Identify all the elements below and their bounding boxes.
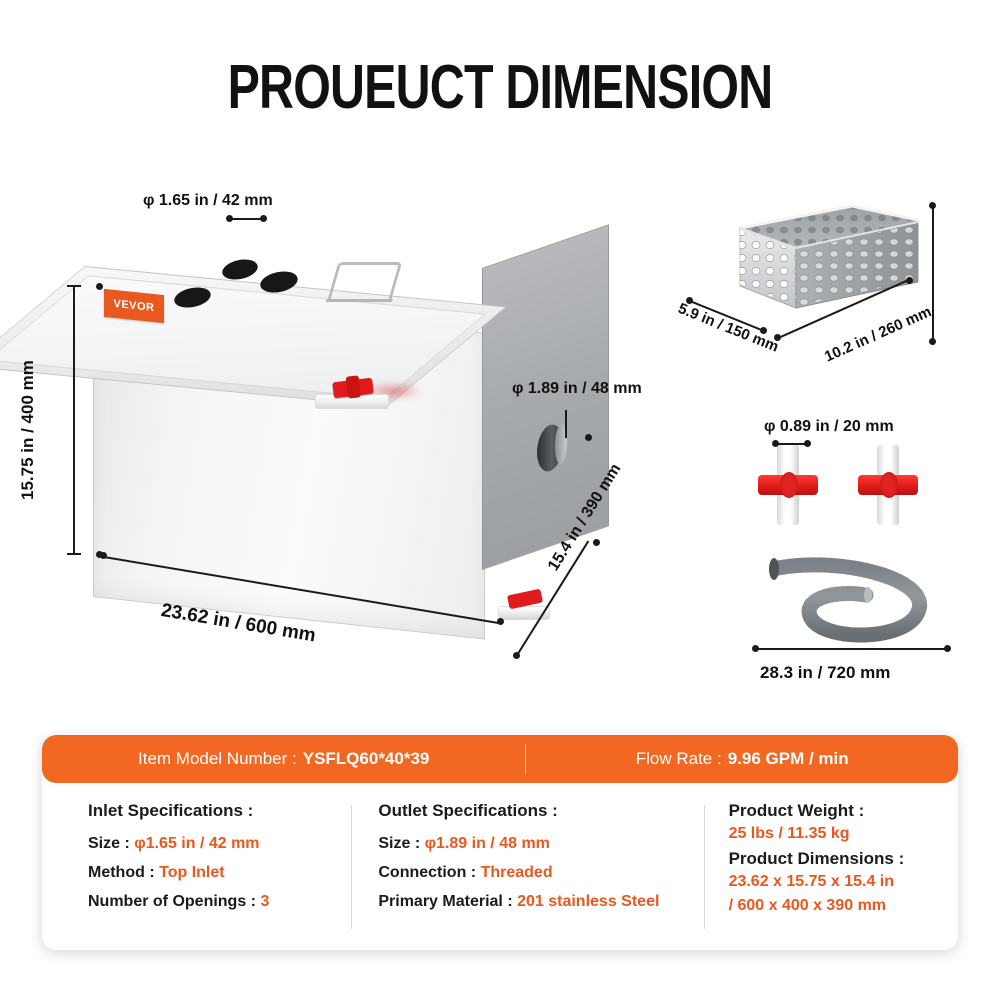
dimension-label-outlet: φ 1.89 in / 48 mm — [512, 380, 642, 397]
spec-header-bar: Item Model Number : YSFLQ60*40*39 Flow R… — [42, 735, 958, 783]
tick-height-bottom-cap — [67, 553, 81, 555]
inlet-method-row: Method : Top Inlet — [88, 864, 335, 882]
inlet-openings-row: Number of Openings : 3 — [88, 893, 335, 911]
dot-width-left — [100, 552, 107, 559]
dot-basket-h-b — [929, 338, 936, 345]
dimension-label-valve-diameter: φ 0.89 in / 20 mm — [764, 418, 894, 435]
product-dimensions-value-line2: / 600 x 400 x 390 mm — [728, 897, 887, 914]
product-illustration: VEVOR — [0, 0, 1000, 730]
outlet-material-label: Primary Material : — [378, 893, 513, 910]
valve-left-handle — [758, 472, 818, 498]
dot-outlet — [585, 434, 592, 441]
spec-header-model: Item Model Number : YSFLQ60*40*39 — [42, 749, 525, 769]
dimension-label-height: 15.75 in / 400 mm — [18, 360, 37, 500]
model-number-label: Item Model Number : — [138, 749, 297, 768]
inlet-method-label: Method : — [88, 864, 155, 881]
inlet-method-value: Top Inlet — [159, 864, 225, 881]
outlet-spec-title: Outlet Specifications : — [378, 801, 558, 820]
specification-panel: Item Model Number : YSFLQ60*40*39 Flow R… — [42, 735, 958, 950]
basket-svg — [739, 204, 919, 309]
spec-body: Inlet Specifications : Size : φ1.65 in /… — [42, 783, 958, 943]
tick-valve-diameter — [776, 443, 808, 445]
outlet-material-row: Primary Material : 201 stainless Steel — [378, 893, 687, 911]
product-dimensions-value-line1: 23.62 x 15.75 x 15.4 in — [728, 873, 895, 890]
inlet-size-row: Size : φ1.65 in / 42 mm — [88, 835, 335, 853]
product-dimensions-label: Product Dimensions : — [728, 849, 905, 868]
outlet-size-value: φ1.89 in / 48 mm — [424, 835, 550, 852]
outlet-connection-value: Threaded — [480, 864, 553, 881]
tick-top-inlet — [230, 218, 264, 220]
dot-valve-b — [804, 440, 811, 447]
tick-height-top-cap — [67, 285, 81, 287]
tick-basket-height — [932, 205, 934, 345]
product-weight-label: Product Weight : — [728, 801, 865, 820]
tick-hose-length — [756, 648, 948, 650]
spec-column-outlet: Outlet Specifications : Size : φ1.89 in … — [352, 801, 703, 943]
outlet-size-label: Size : — [378, 835, 421, 852]
ball-valve-pair — [758, 445, 960, 525]
dot-width-right — [497, 618, 504, 625]
product-weight-value: 25 lbs / 11.35 kg — [728, 825, 850, 842]
flexible-drain-hose — [748, 550, 963, 650]
spec-header-divider — [525, 744, 527, 774]
inlet-openings-label: Number of Openings : — [88, 893, 256, 910]
flow-rate-label: Flow Rate : — [635, 749, 722, 768]
dot-depth-top — [593, 539, 600, 546]
dot-height-bottom — [96, 551, 103, 558]
page-title: PROUEUCT DIMENSION — [227, 53, 774, 122]
bottom-drain-valve — [496, 588, 550, 626]
outlet-connection-row: Connection : Threaded — [378, 864, 687, 882]
dot-basket-h-a — [929, 202, 936, 209]
inlet-openings-value: 3 — [260, 893, 270, 910]
outlet-size-row: Size : φ1.89 in / 48 mm — [378, 835, 687, 853]
spec-header-flow: Flow Rate : 9.96 GPM / min — [526, 749, 958, 769]
tick-height — [73, 285, 75, 555]
dot-basket-w-b — [760, 327, 767, 334]
spec-column-divider-1 — [351, 805, 353, 929]
dot-hose-a — [752, 645, 759, 652]
ball-valve-right — [858, 445, 918, 525]
dot-hose-b — [944, 645, 951, 652]
dimension-label-inlet-top: φ 1.65 in / 42 mm — [143, 192, 273, 209]
dot-basket-d-a — [774, 334, 781, 341]
ball-valve-left — [758, 445, 818, 525]
dot-basket-w-a — [686, 297, 693, 304]
dot-depth-bottom — [513, 652, 520, 659]
tick-outlet — [565, 410, 567, 438]
valve-right-handle — [858, 472, 918, 498]
hose-svg — [769, 557, 928, 643]
model-number-value: YSFLQ60*40*39 — [302, 749, 430, 768]
spec-column-inlet: Inlet Specifications : Size : φ1.65 in /… — [42, 801, 351, 943]
inlet-spec-title: Inlet Specifications : — [88, 801, 254, 820]
inlet-size-value: φ1.65 in / 42 mm — [134, 835, 260, 852]
outlet-material-value: 201 stainless Steel — [517, 893, 660, 910]
dot-top-inlet-b — [260, 215, 267, 222]
bottom-valve-pipe — [498, 606, 550, 620]
front-ball-valve — [315, 377, 423, 409]
dot-height-top — [96, 283, 103, 290]
spec-column-product: Product Weight : 25 lbs / 11.35 kg Produ… — [705, 801, 958, 943]
inlet-size-label: Size : — [88, 835, 130, 852]
flow-rate-value: 9.96 GPM / min — [727, 749, 849, 768]
dimension-label-hose-length: 28.3 in / 720 mm — [760, 663, 891, 682]
dot-top-inlet-a — [226, 215, 233, 222]
perforated-strainer-basket — [722, 200, 934, 330]
spec-column-divider-2 — [703, 805, 705, 929]
dot-basket-d-b — [906, 277, 913, 284]
dot-valve-a — [772, 440, 779, 447]
outlet-connection-label: Connection : — [378, 864, 477, 881]
lid-handle — [327, 262, 403, 299]
